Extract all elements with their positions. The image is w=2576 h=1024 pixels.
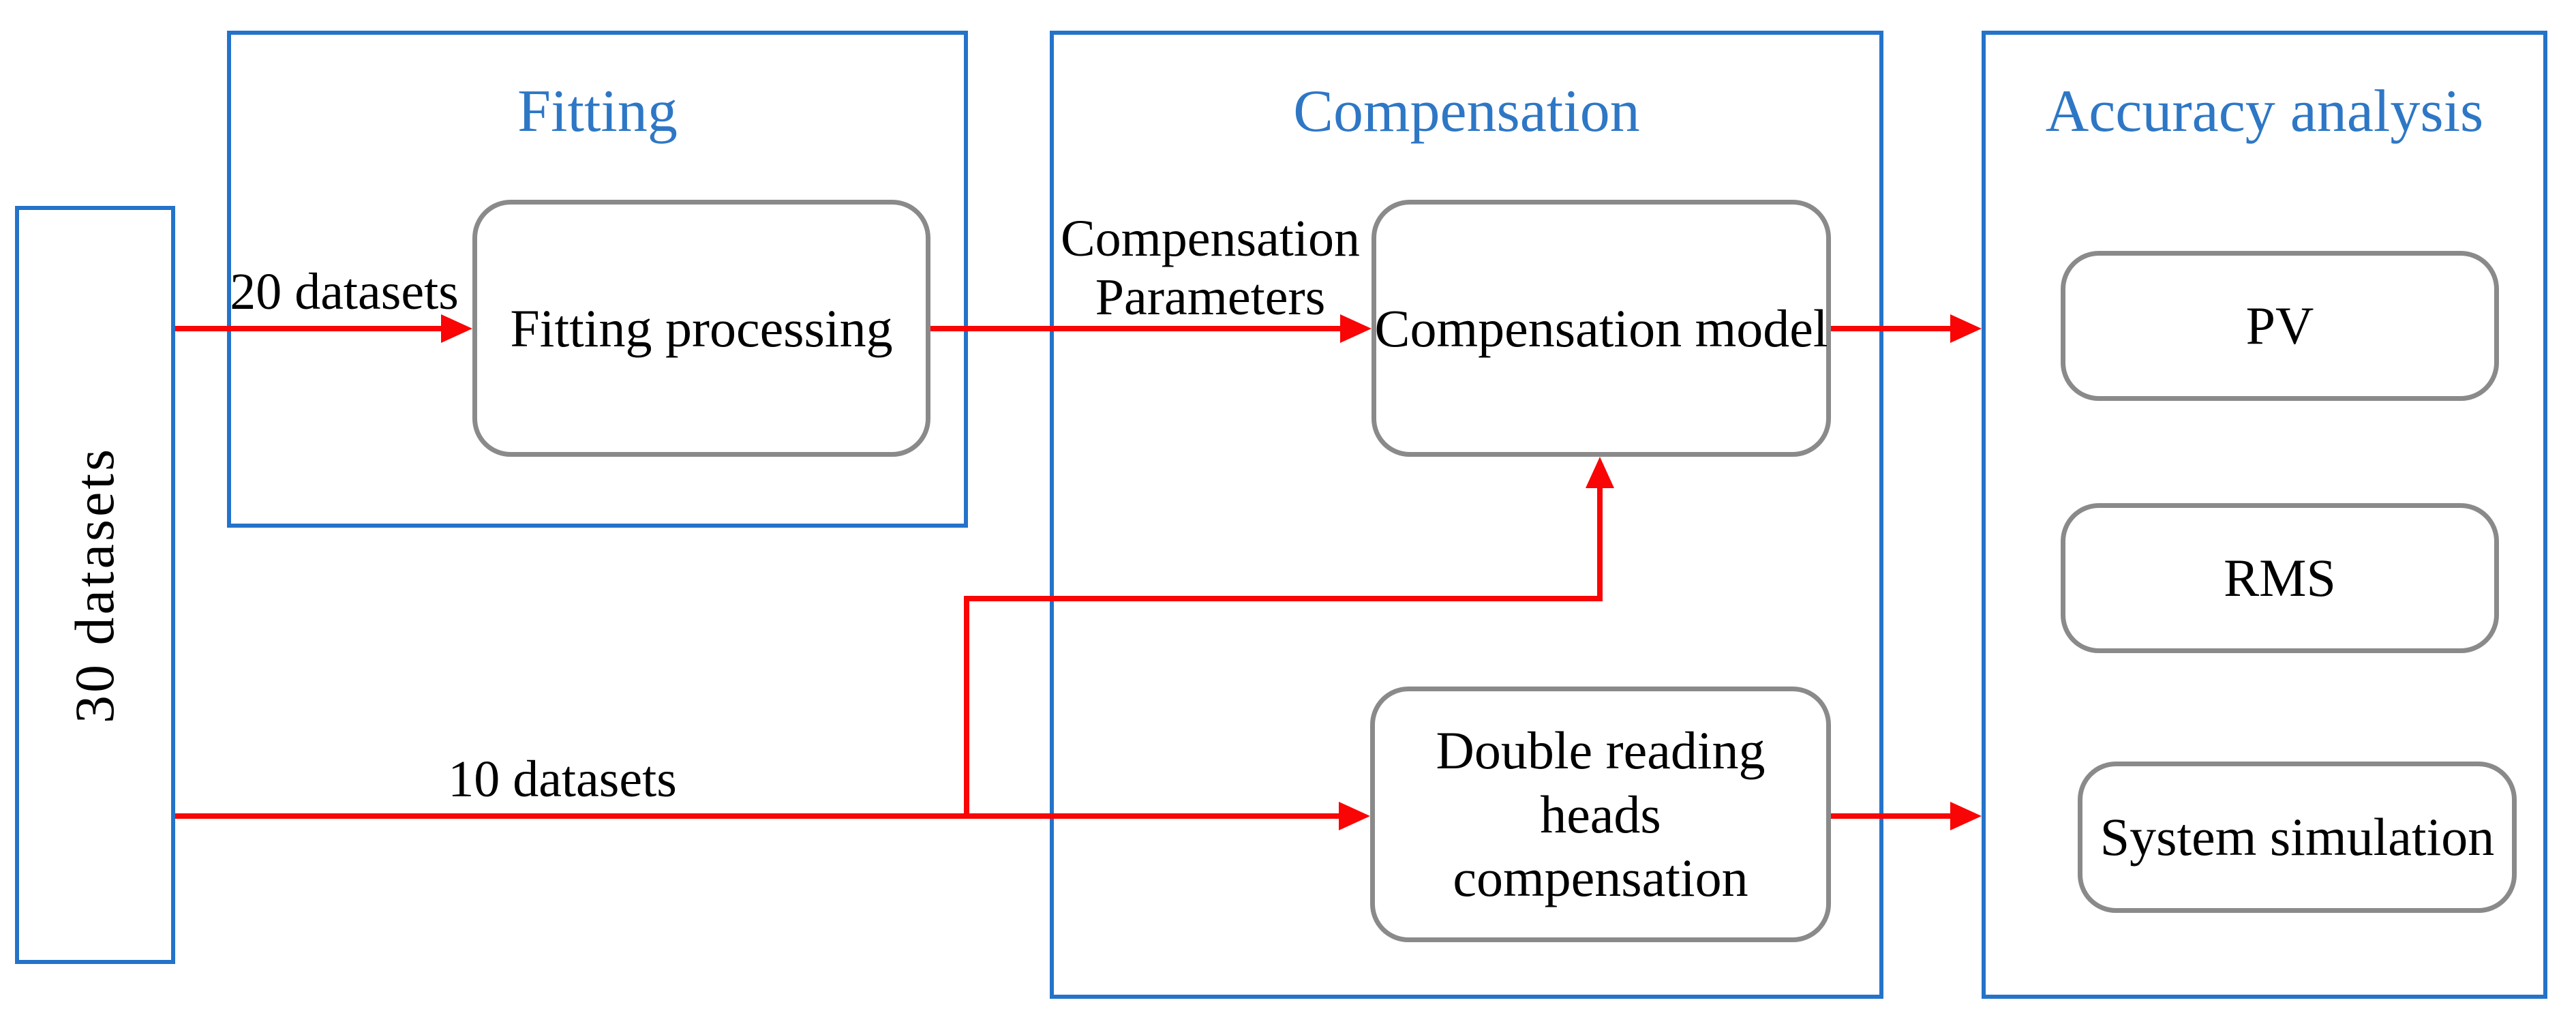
node-double-reading-line-2: heads <box>1540 784 1661 844</box>
arrowhead-right-icon <box>1950 314 1982 343</box>
group-accuracy-analysis-title: Accuracy analysis <box>2045 78 2484 145</box>
arrowhead-right-icon <box>1339 802 1370 830</box>
node-rms: RMS <box>2061 503 2499 653</box>
edge-20-datasets-line <box>175 326 441 331</box>
node-30-datasets-label: 30 datasets <box>63 446 126 724</box>
node-compensation-model-label: Compensation model <box>1374 298 1828 358</box>
node-compensation-model: Compensation model <box>1372 200 1831 457</box>
edge-compensation-parameters-label-line-1: Compensation <box>1060 210 1361 267</box>
arrowhead-up-icon <box>1586 457 1614 488</box>
node-double-reading-heads-compensation: Double reading heads compensation <box>1370 687 1831 942</box>
arrowhead-right-icon <box>441 314 472 343</box>
node-double-reading-line-1: Double reading <box>1436 721 1766 781</box>
edge-20-datasets-label: 20 datasets <box>230 263 459 320</box>
group-fitting: Fitting <box>227 31 968 528</box>
arrowhead-right-icon <box>1950 802 1982 830</box>
edge-compensation-parameters-label: Compensation Parameters <box>1055 210 1365 327</box>
node-pv: PV <box>2061 251 2499 401</box>
node-pv-label: PV <box>2245 296 2314 356</box>
edge-compensation-parameters-line <box>930 326 1340 331</box>
edge-branch-vertical-line <box>964 596 969 819</box>
edge-branch-horizontal-line <box>964 596 1603 601</box>
group-compensation: Compensation <box>1050 31 1883 999</box>
edge-double-reading-to-accuracy-line <box>1831 813 1950 819</box>
group-accuracy-analysis: Accuracy analysis <box>1982 31 2547 999</box>
node-system-simulation-label: System simulation <box>2100 807 2495 867</box>
node-fitting-processing-label: Fitting processing <box>510 298 893 358</box>
edge-model-to-accuracy-line <box>1831 326 1950 331</box>
group-fitting-title: Fitting <box>517 78 678 145</box>
node-30-datasets: 30 datasets <box>15 206 175 964</box>
group-compensation-title: Compensation <box>1293 78 1640 145</box>
edge-10-datasets-line <box>175 813 1339 819</box>
node-system-simulation: System simulation <box>2078 762 2517 913</box>
arrowhead-right-icon <box>1340 314 1372 343</box>
edge-10-datasets-label: 10 datasets <box>448 751 677 808</box>
node-rms-label: RMS <box>2224 548 2336 608</box>
edge-compensation-parameters-label-line-2: Parameters <box>1095 268 1326 326</box>
node-double-reading-line-3: compensation <box>1453 848 1748 908</box>
edge-branch-riser-line <box>1597 488 1603 601</box>
node-fitting-processing: Fitting processing <box>472 200 930 457</box>
